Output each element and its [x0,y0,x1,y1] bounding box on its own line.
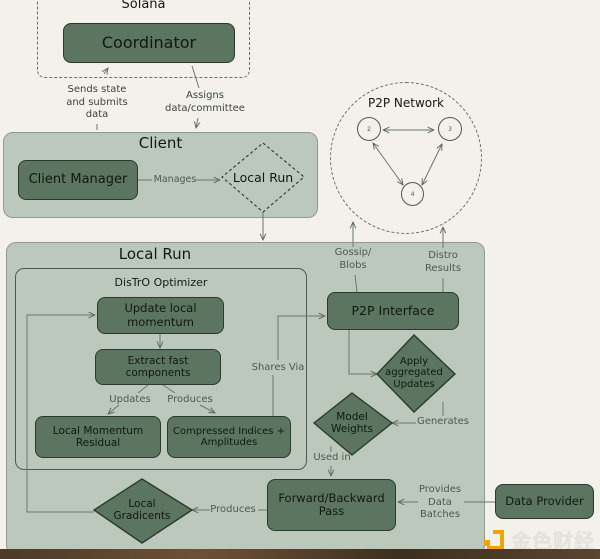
client-manager-node[interactable]: Client Manager [18,160,138,200]
edge-label-manages: Manages [153,174,197,185]
watermark-logo-icon [484,529,504,550]
extract-fast-node[interactable]: Extract fast components [95,349,221,385]
forward-backward-node[interactable]: Forward/Backward Pass [267,479,396,531]
solana-container [37,0,250,78]
p2p-network-title: P2P Network [367,96,445,110]
p2p-interface-node[interactable]: P2P Interface [327,292,459,330]
update-momentum-node[interactable]: Update local momentum [97,297,224,334]
edge-label-gossip: Gossip/ Blobs [334,247,372,271]
data-provider-node[interactable]: Data Provider [495,484,594,519]
apply-updates-node[interactable]: Apply aggregated Updates [385,355,443,390]
edge-label-produces-compressed: Produces [167,394,213,405]
edge-label-updates: Updates [109,394,151,405]
p2p-network-container [330,82,482,234]
local-run-title: Local Run [118,245,192,263]
edge-label-shares-via: Shares Via [250,362,306,375]
solana-title: Solana [121,0,166,12]
edge-label-produces-gradients: Produces [210,504,256,515]
coordinator-node[interactable]: Coordinator [63,23,235,63]
edge-label-distro-results: Distro Results [424,250,462,274]
edge-label-used-in: Used in [313,452,351,463]
p2p-peer-node: 2 [357,117,381,141]
bottom-image-strip [0,549,600,559]
edge-label-provides-data: Provides Data Batches [418,484,462,520]
p2p-peer-node: 4 [401,182,424,206]
edge-label-generates: Generates [417,416,469,427]
model-weights-node[interactable]: Model Weights [330,410,374,435]
local-run-decision-node[interactable]: Local Run [232,169,294,185]
local-gradients-node[interactable]: Local Gradicents [113,497,171,522]
compressed-node[interactable]: Compressed Indices + Amplitudes [167,416,291,458]
edge-label-assigns: Assigns data/committee [165,90,245,114]
momentum-residual-node[interactable]: Local Momentum Residual [35,416,161,458]
client-title: Client [138,134,183,152]
distro-optimizer-title: DisTrO Optimizer [114,276,208,289]
edge-label-sends-state: Sends state and submits data [66,84,128,120]
p2p-peer-node: 3 [438,117,462,141]
